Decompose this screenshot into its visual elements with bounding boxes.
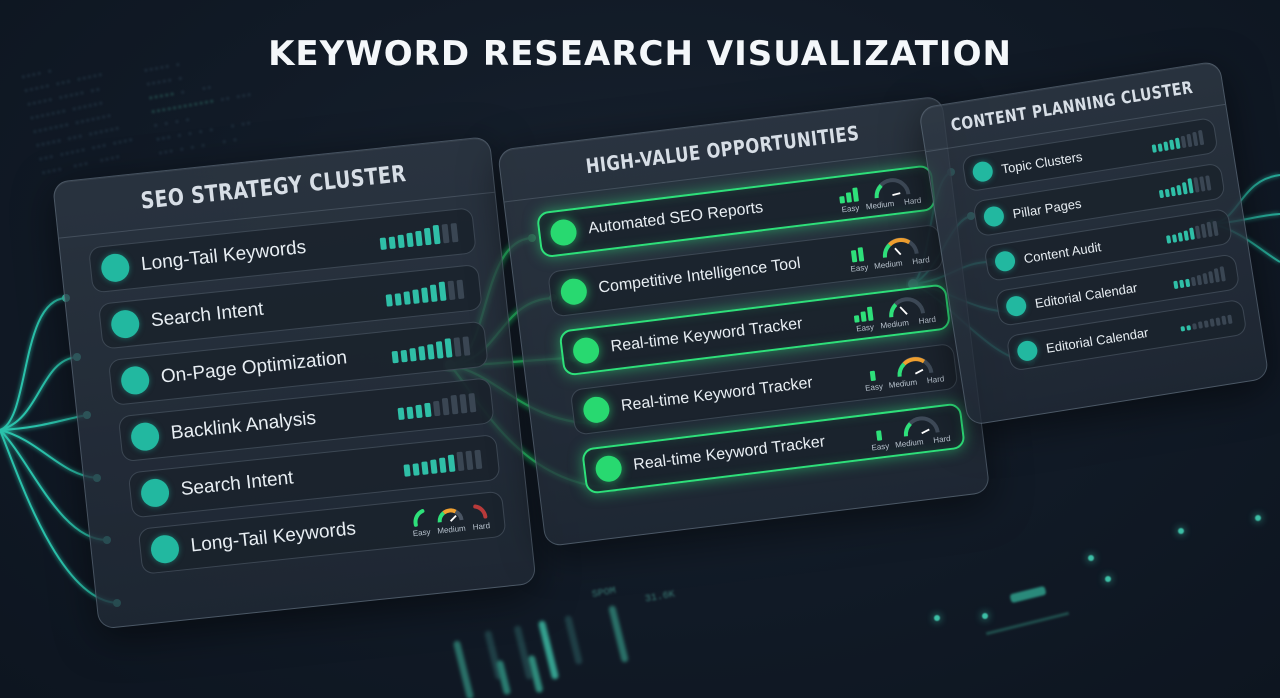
strength-bars-icon [391,335,471,363]
strength-bars-icon [1180,314,1233,332]
opportunity-label: Real-time Keyword Tracker [620,374,814,415]
opportunity-label: Real-time Keyword Tracker [632,433,826,474]
node-knob [993,249,1017,273]
high-value-opportunities-panel: HIGH-VALUE OPPORTUNITIES Automated SEO R… [497,95,991,548]
signal-bars-icon [869,366,876,381]
easy-gauge-icon [413,508,425,527]
strength-bars-icon [1165,220,1219,244]
node-knob [149,533,181,565]
keyword-label: Search Intent [179,467,295,501]
opportunity-label: Real-time Keyword Tracker [609,315,804,356]
signal-bars-icon [875,426,882,441]
node-knob [1015,339,1039,363]
background-chart-label-1: SPOM [591,585,617,602]
medium-gauge-icon [437,507,464,523]
opportunity-label: Automated SEO Reports [587,199,765,238]
strength-bars-icon [385,279,465,307]
difficulty-gauge-icon [874,177,911,198]
node-knob [982,205,1006,228]
keyword-label: Long-Tail Keywords [189,518,357,557]
content-planning-cluster-panel: CONTENT PLANNING CLUSTER Topic Clusters … [918,60,1270,427]
keyword-label: Backlink Analysis [169,407,317,444]
strength-bars-icon [1158,174,1212,198]
opportunity-row[interactable]: Competitive Intelligence Tool Easy Mediu… [547,223,944,318]
keyword-label: On-Page Optimization [159,347,348,388]
strength-bars-icon [403,449,483,477]
content-label: Editorial Calendar [1044,324,1150,356]
hard-gauge-icon [473,504,488,519]
difficulty-gauge-icon [903,415,940,437]
content-label: Pillar Pages [1011,195,1083,221]
page-title: KEYWORD RESEARCH VISUALIZATION [268,34,1012,74]
node-knob [119,365,151,396]
opportunity-label: Competitive Intelligence Tool [597,254,802,297]
difficulty-gauge-icon [889,296,926,317]
node-knob [571,336,601,366]
node-knob [1004,294,1028,318]
keyword-label: Search Intent [149,298,265,332]
background-chart-label-2: 31.6K [644,589,676,606]
node-knob [971,160,995,184]
node-knob [129,421,161,453]
node-knob [549,218,579,247]
strength-bars-icon [397,392,477,420]
difficulty-gauge-icon [897,356,934,377]
node-knob [594,454,624,484]
node-knob [99,252,131,284]
content-label: Content Audit [1022,238,1103,266]
node-knob [109,308,141,340]
keyword-label: Long-Tail Keywords [140,236,308,276]
strength-bars-icon [1172,265,1226,289]
keyword-row[interactable]: Long-Tail Keywords Easy Medium [137,490,507,575]
difficulty-indicator: Easy Medium Hard [410,501,491,538]
strength-bars-icon [379,222,459,250]
strength-bars-icon [1150,129,1205,153]
signal-bars-icon [853,305,874,323]
seo-strategy-cluster-panel: SEO STRATEGY CLUSTER Long-Tail Keywords … [52,136,537,630]
node-knob [559,277,589,307]
node-knob [581,395,611,425]
signal-bars-icon [839,186,860,204]
node-knob [139,477,171,509]
content-label: Editorial Calendar [1033,279,1139,311]
difficulty-gauge-icon [882,237,919,258]
content-label: Topic Clusters [1000,148,1084,177]
signal-bars-icon [851,246,865,262]
